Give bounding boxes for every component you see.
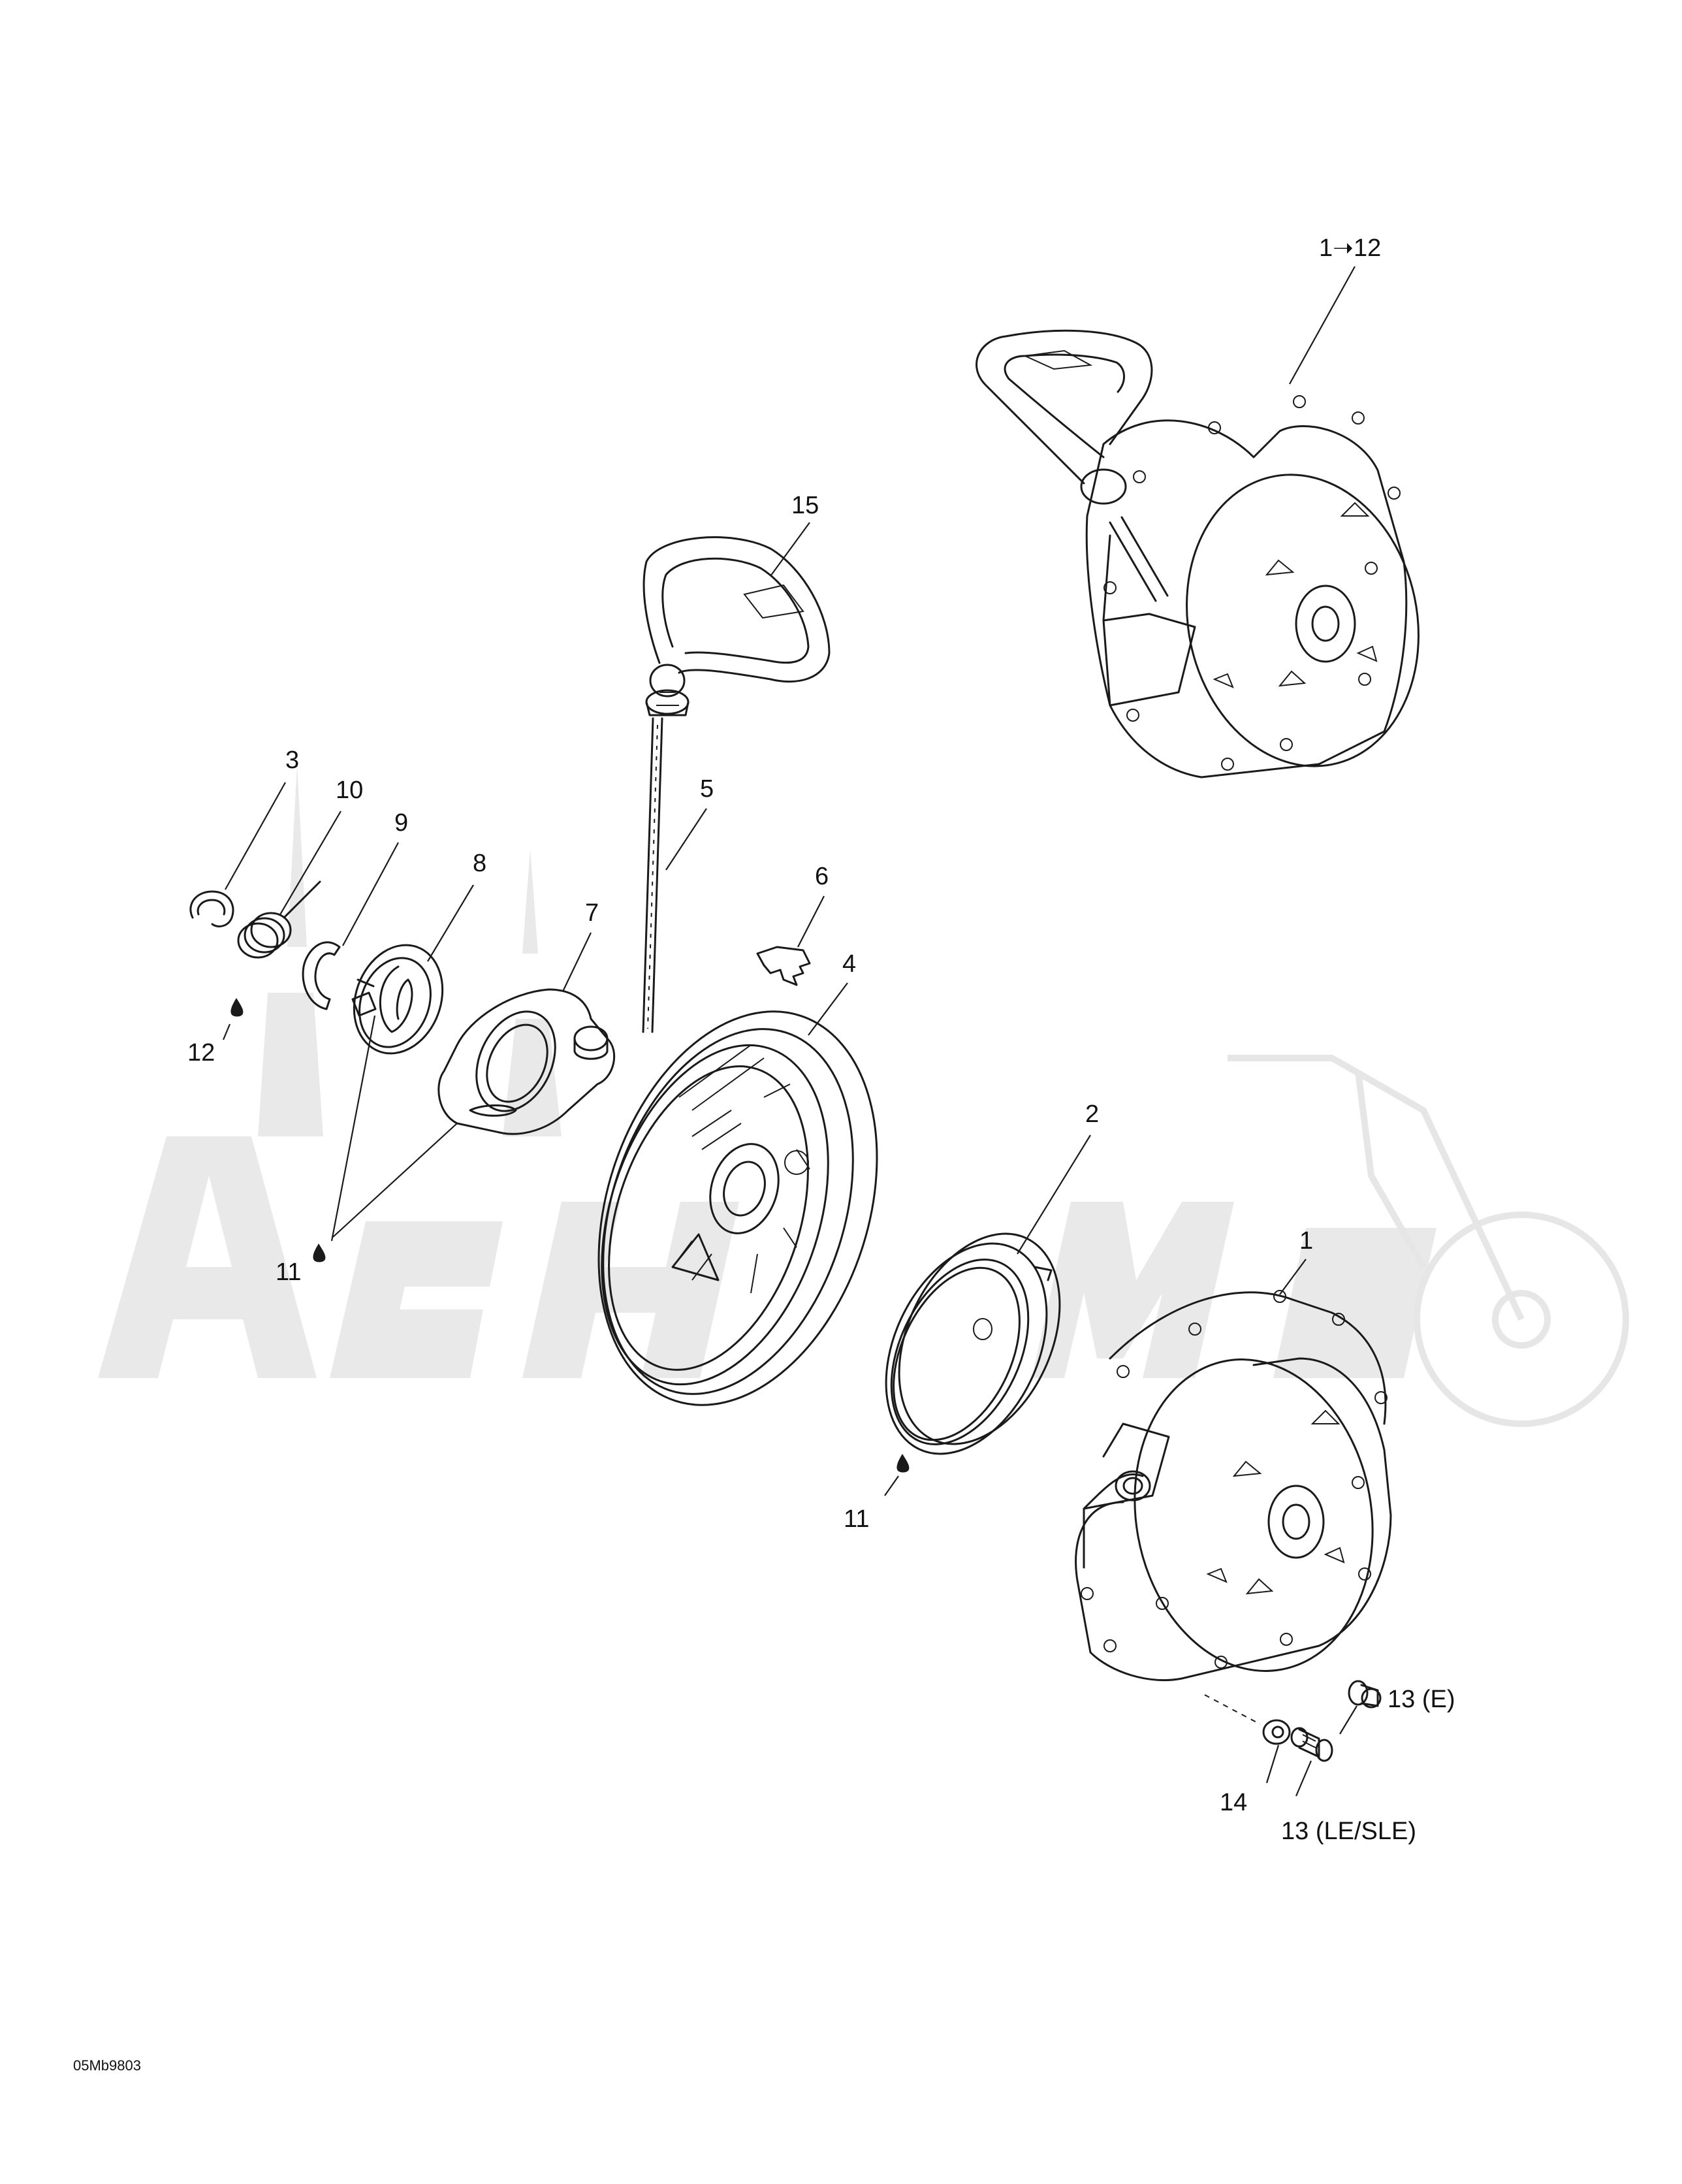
part-4-sheave — [597, 1010, 878, 1406]
watermark — [98, 764, 1629, 1427]
part-3-clip — [189, 890, 234, 927]
leader-lines — [222, 266, 1357, 1797]
label-13-le-sle: 13 (LE/SLE) — [1281, 1818, 1416, 1845]
part-1-starter-housing — [1075, 1290, 1392, 1682]
label-14: 14 — [1220, 1789, 1247, 1816]
housing-bolt-holes — [1081, 1290, 1388, 1669]
part-13e-screw — [1348, 1680, 1382, 1709]
label-2: 2 — [1085, 1100, 1099, 1128]
label-1-to-12: 1➝12 — [1319, 234, 1381, 262]
label-11-left: 11 — [276, 1259, 301, 1286]
washer-centerline — [1204, 1694, 1261, 1725]
part-10-spring — [237, 880, 321, 959]
part-8-pulley — [351, 944, 444, 1055]
starter-assembly-1-12 — [976, 329, 1420, 779]
starter-housing-bolt-holes — [1103, 395, 1401, 771]
label-7: 7 — [585, 899, 599, 927]
part-5-rope — [642, 717, 663, 1033]
label-9: 9 — [394, 809, 408, 837]
part-9-c-ring — [302, 941, 341, 1010]
label-5: 5 — [700, 775, 714, 803]
part-13le-screw — [1290, 1727, 1333, 1762]
label-13-e: 13 (E) — [1388, 1686, 1455, 1713]
label-6: 6 — [815, 863, 829, 890]
label-15: 15 — [791, 492, 819, 519]
label-11-center: 11 — [844, 1505, 869, 1533]
part-14-washer — [1262, 1719, 1291, 1745]
label-12: 12 — [187, 1039, 215, 1067]
part-15-handle — [643, 536, 831, 716]
part-7-cover — [437, 988, 616, 1135]
label-1: 1 — [1299, 1227, 1313, 1255]
callout-labels: 1➝12 15 3 10 9 8 7 5 6 4 12 11 2 1 11 13… — [73, 234, 1455, 2074]
label-8: 8 — [473, 850, 486, 877]
label-10: 10 — [336, 777, 363, 804]
label-4: 4 — [842, 950, 856, 978]
grease-drops — [230, 998, 910, 1473]
label-3: 3 — [285, 747, 299, 774]
figure-code: 05Mb9803 — [73, 2057, 141, 2074]
part-6-pawl — [756, 946, 811, 986]
